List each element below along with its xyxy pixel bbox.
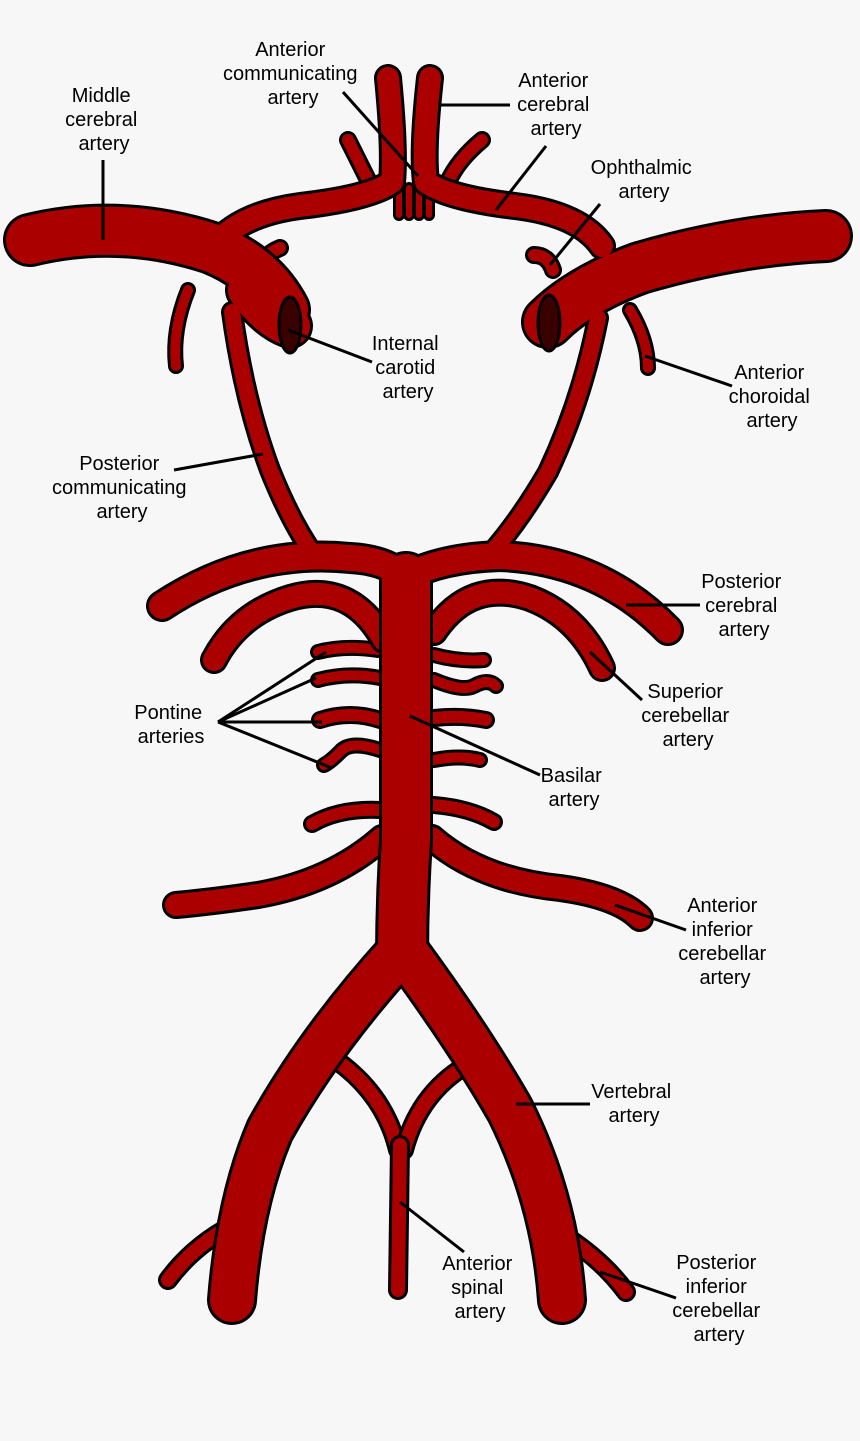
label-ophthalmic-artery: Ophthalmic artery [591, 157, 698, 203]
arteries [3, 64, 853, 1325]
leader-anterior-cerebral [494, 145, 548, 211]
label-anterior-cerebral-artery: Anterior cerebral artery [517, 70, 595, 140]
leader-internal-carotid [287, 328, 373, 364]
leader-posterior-communicating [173, 452, 264, 472]
label-anterior-choroidal-artery: Anterior choroidal artery [729, 362, 816, 432]
leader-anterior-communicating [341, 91, 420, 177]
leader-pontine-1 [217, 650, 327, 724]
leader-anterior-spinal [399, 1200, 465, 1254]
label-anterior-inferior-cerebellar-artery: Anterior inferior cerebellar artery [678, 895, 771, 989]
label-posterior-communicating-artery: Posterior communicating artery [52, 453, 192, 523]
label-superior-cerebellar-artery: Superior cerebellar artery [641, 681, 734, 751]
label-middle-cerebral-artery: Middle cerebral artery [65, 85, 143, 155]
leader-anterior-inferior-cerebellar [614, 903, 687, 932]
leader-basilar [409, 714, 541, 777]
anterior-spinal-artery-left-root [326, 1050, 408, 1160]
pontine-artery-left-3 [311, 706, 389, 729]
pontine-artery-left-4 [316, 737, 388, 773]
label-vertebral-artery: Vertebral artery [591, 1081, 677, 1127]
leader-posterior-inferior-cerebellar [599, 1270, 677, 1300]
pontine-artery-right-5 [425, 796, 503, 831]
pontine-artery-right-1 [426, 647, 492, 669]
label-basilar-artery: Basilar artery [541, 765, 608, 811]
internal-carotid-lumen-right [536, 293, 562, 353]
label-anterior-spinal-artery: Anterior spinal artery [442, 1253, 518, 1323]
pontine-artery-left-1 [310, 639, 386, 660]
anterior-choroidal-artery-left [167, 282, 196, 374]
anterior-choroidal-artery-right [622, 302, 656, 376]
pontine-artery-right-4 [426, 749, 488, 768]
superior-cerebellar-artery-right [420, 578, 616, 682]
label-leader-lines [101, 91, 733, 1300]
leader-anterior-choroidal [644, 354, 733, 388]
pontine-artery-right-3 [425, 707, 495, 729]
leader-pontine-4 [217, 720, 333, 770]
ophthalmic-artery-right [525, 246, 562, 279]
anterior-inferior-cerebellar-artery-left [162, 824, 396, 919]
recurrent-branch-right [439, 131, 491, 191]
anterior-inferior-cerebellar-artery-right [418, 824, 654, 932]
superior-cerebellar-artery-left [200, 579, 398, 674]
leader-ophthalmic [548, 203, 602, 266]
internal-carotid-lumen-left [277, 295, 303, 355]
anterior-spinal-artery [388, 1135, 410, 1300]
label-anterior-communicating-artery: Anterior communicating artery [223, 39, 363, 109]
label-pontine-arteries: Pontine arteries [134, 702, 207, 748]
label-internal-carotid-artery: Internal carotid artery [372, 333, 444, 403]
anterior-communicating-artery [393, 182, 435, 221]
pontine-artery-left-2 [310, 667, 388, 688]
leader-pontine-2 [217, 676, 317, 724]
pontine-artery-left-5 [303, 800, 389, 833]
label-posterior-cerebral-artery: Posterior cerebral artery [701, 571, 787, 641]
recurrent-branch-left [339, 131, 377, 189]
leader-superior-cerebellar [588, 650, 644, 702]
label-posterior-inferior-cerebellar-artery: Posterior inferior cerebellar artery [672, 1252, 765, 1346]
main-arterial-trunks [3, 64, 853, 1325]
pontine-artery-right-2 [426, 672, 504, 696]
